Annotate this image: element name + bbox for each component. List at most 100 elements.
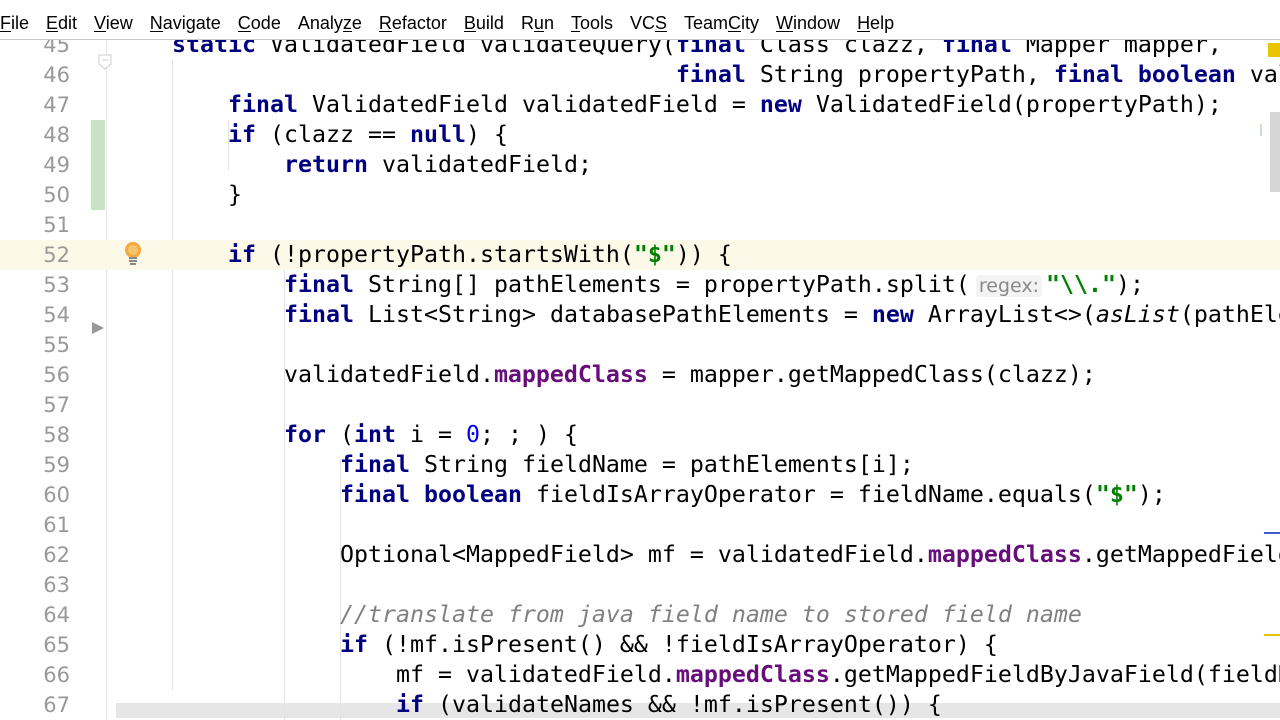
mnemonic-underline [533,31,544,32]
code-token [116,481,340,508]
menu-edit[interactable]: Edit [46,13,78,33]
menu-build[interactable]: Build [463,13,504,33]
code-line[interactable]: 58 for (int i = 0; ; ) { [0,420,1280,450]
mnemonic-underline [237,31,251,32]
code-editor[interactable]: 45 static ValidatedField validateQuery(f… [0,40,1280,720]
menu-vcs[interactable]: VCS [630,13,668,33]
code-token [116,121,228,148]
line-number: 67 [43,693,70,717]
menu-view[interactable]: View [94,13,133,33]
code-line[interactable]: 56 validatedField.mappedClass = mapper.g… [0,360,1280,390]
line-number: 55 [43,333,70,357]
line-number: 51 [43,213,70,237]
code-token: i = [395,421,466,448]
code-line[interactable]: 46 final String propertyPath, final bool… [0,54,1280,90]
code-line[interactable]: 54 final List<String> databasePathElemen… [0,300,1280,334]
line-number: 65 [43,633,70,657]
code-line[interactable]: 45 static ValidatedField validateQuery(f… [0,40,1280,60]
code-token: = mapper.getMappedClass(clazz); [647,361,1096,388]
menu-teamcity[interactable]: TeamCity [684,13,760,33]
code-line[interactable]: 52 if (!propertyPath.startsWith("$")) { [0,240,1280,270]
menu-refactor[interactable]: Refactor [378,13,447,33]
code-token: String fieldName = pathElements[i]; [409,451,914,478]
change-stripe[interactable] [1260,124,1262,136]
code-line[interactable]: 48 if (clazz == null) { [0,120,1280,150]
warning-marker[interactable] [1268,43,1280,57]
vertical-scrollbar-thumb[interactable] [1270,112,1280,192]
menu-analyze[interactable]: Analyze [297,13,362,33]
run-arrow-icon[interactable] [91,320,105,339]
code-token: static [172,40,256,58]
code-token: fieldIsArrayOperator = fieldName.equals( [521,481,1096,508]
code-token [116,421,284,448]
line-number: 48 [43,123,70,147]
code-line[interactable]: 53 final String[] pathElements = propert… [0,270,1280,300]
code-token: Optional<MappedField> mf = validatedFiel… [116,541,928,568]
vcs-change-marker[interactable] [91,150,105,180]
code-token [116,451,340,478]
code-token [116,271,284,298]
code-token: final [339,451,410,478]
code-token [116,601,340,628]
code-token: if [227,121,256,148]
code-token: ); [1137,481,1166,508]
mnemonic-underline [463,31,476,32]
code-token: final [675,40,746,58]
horizontal-scrollbar[interactable] [116,703,1280,718]
warning-stripe-marker[interactable] [1264,634,1280,636]
code-line[interactable]: 63 [0,570,1280,600]
code-line[interactable]: 65 if (!mf.isPresent() && !fieldIsArrayO… [0,630,1280,660]
code-line[interactable]: 57 [0,390,1280,420]
code-line[interactable]: 60 final boolean fieldIsArrayOperator = … [0,480,1280,510]
code-text: Optional<MappedField> mf = validatedFiel… [116,540,1280,570]
error-stripe-marker[interactable] [1264,532,1280,534]
code-line[interactable]: 50 } [0,180,1280,210]
menu-run[interactable]: Run [520,13,554,33]
code-token: final [283,301,354,328]
menu-code[interactable]: Code [237,13,281,33]
code-token: "$" [1095,481,1138,508]
code-line[interactable]: 61 [0,510,1280,540]
code-token: ; ; ) { [479,421,578,448]
line-number: 52 [43,243,70,267]
menu-window[interactable]: Window [776,13,841,33]
menu-tools[interactable]: Tools [570,13,613,33]
menu-navigate[interactable]: Navigate [149,13,221,33]
menu-file[interactable]: File [0,13,30,33]
code-line[interactable]: 66 mf = validatedField.mappedClass.getMa… [0,660,1280,690]
code-token: //translate from java field name to stor… [339,601,1082,628]
line-number: 47 [43,93,70,117]
code-token: mappedClass [493,361,648,388]
menu-help[interactable]: Help [857,13,895,33]
code-line[interactable]: 49 return validatedField; [0,150,1280,180]
code-token: final [675,61,746,88]
code-text: final List<String> databasePathElements … [116,300,1280,330]
code-token: final [941,40,1012,58]
code-token: (!mf.isPresent() && !fieldIsArrayOperato… [367,631,998,658]
code-line[interactable]: 59 final String fieldName = pathElements… [0,450,1280,480]
code-token: String[] pathElements = propertyPath.spl… [353,271,970,298]
indent-guide [172,60,173,690]
vcs-change-marker[interactable] [91,180,105,210]
code-token: return [283,151,368,178]
fold-icon[interactable] [98,54,112,74]
code-line[interactable]: 55 [0,330,1280,360]
code-token: asList [1095,301,1180,328]
code-line[interactable]: 51 [0,210,1280,240]
code-line[interactable]: 67 if (validateNames && !mf.isPresent())… [0,690,1280,720]
code-text: if (validateNames && !mf.isPresent()) { [116,690,942,720]
code-text: final String propertyPath, final boolean… [116,60,1280,90]
mnemonic-underline [655,31,668,32]
vcs-change-marker[interactable] [91,120,105,150]
code-token: final [227,91,298,118]
lightbulb-icon[interactable] [123,241,143,271]
code-token: List<String> databasePathElements = [353,301,872,328]
code-line[interactable]: 62 Optional<MappedField> mf = validatedF… [0,540,1280,570]
line-number: 57 [43,393,70,417]
line-number: 60 [43,483,70,507]
code-token: ValidatedField validateQuery( [256,40,676,58]
line-number: 54 [43,303,70,327]
code-line[interactable]: 64 //translate from java field name to s… [0,600,1280,630]
code-text: if (clazz == null) { [116,120,508,150]
code-line[interactable]: 47 final ValidatedField validatedField =… [0,90,1280,120]
